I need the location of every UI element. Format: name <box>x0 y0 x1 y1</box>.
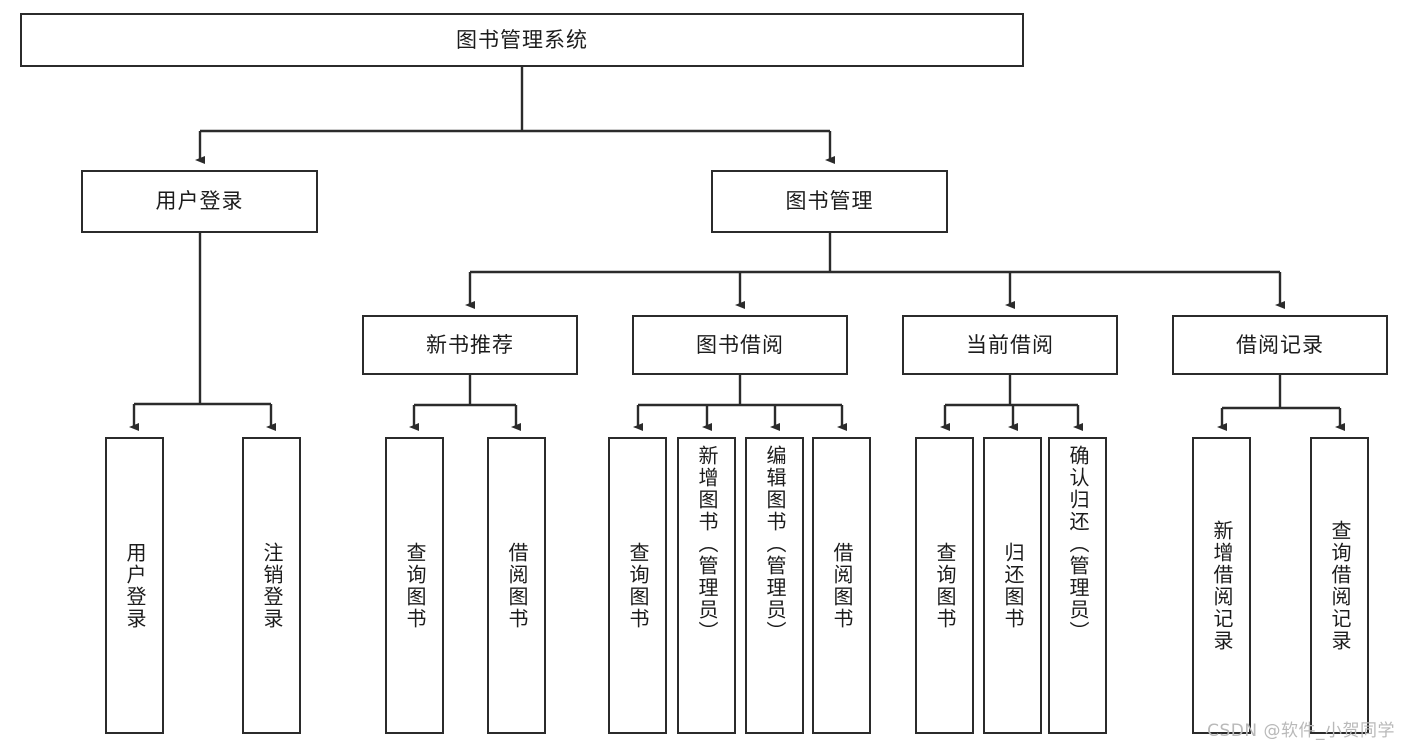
node-borrow-record[interactable]: 借阅记录 <box>1172 315 1388 375</box>
node-new-book-recommend[interactable]: 新书推荐 <box>362 315 578 375</box>
leaf-current-borrow-return-label: 归还图书 <box>1001 541 1025 630</box>
node-book-management[interactable]: 图书管理 <box>711 170 948 233</box>
leaf-new-book-query-label: 查询图书 <box>403 541 427 630</box>
leaf-new-book-borrow-label: 借阅图书 <box>505 541 529 630</box>
leaf-user-login-login[interactable]: 用户登录 <box>105 437 164 734</box>
leaf-book-borrow-add[interactable]: 新增图书（管理员） <box>677 437 736 734</box>
leaf-user-login-login-label: 用户登录 <box>123 541 147 630</box>
leaf-user-login-logout[interactable]: 注销登录 <box>242 437 301 734</box>
leaf-borrow-record-query[interactable]: 查询借阅记录 <box>1310 437 1369 734</box>
leaf-book-borrow-borrow[interactable]: 借阅图书 <box>812 437 871 734</box>
node-current-borrow[interactable]: 当前借阅 <box>902 315 1118 375</box>
node-book-management-label: 图书管理 <box>785 189 874 214</box>
csdn-watermark: CSDN @软件_小贺同学 <box>1207 721 1395 741</box>
leaf-book-borrow-query-label: 查询图书 <box>626 541 650 630</box>
leaf-current-borrow-query[interactable]: 查询图书 <box>915 437 974 734</box>
leaf-new-book-borrow[interactable]: 借阅图书 <box>487 437 546 734</box>
node-borrow-record-label: 借阅记录 <box>1236 332 1324 357</box>
leaf-current-borrow-return[interactable]: 归还图书 <box>983 437 1042 734</box>
leaf-current-borrow-confirm-return-label: 确认归还（管理员） <box>1066 445 1090 643</box>
leaf-book-borrow-borrow-label: 借阅图书 <box>830 541 854 630</box>
leaf-borrow-record-add[interactable]: 新增借阅记录 <box>1192 437 1251 734</box>
node-root-label: 图书管理系统 <box>456 27 588 52</box>
node-user-login[interactable]: 用户登录 <box>81 170 318 233</box>
node-root[interactable]: 图书管理系统 <box>20 13 1024 67</box>
leaf-book-borrow-add-label: 新增图书（管理员） <box>695 445 719 643</box>
leaf-book-borrow-query[interactable]: 查询图书 <box>608 437 667 734</box>
leaf-book-borrow-edit-label: 编辑图书（管理员） <box>763 445 787 643</box>
node-current-borrow-label: 当前借阅 <box>966 332 1054 357</box>
leaf-borrow-record-add-label: 新增借阅记录 <box>1210 519 1234 652</box>
node-new-book-recommend-label: 新书推荐 <box>426 332 514 357</box>
node-book-borrow-label: 图书借阅 <box>696 332 784 357</box>
leaf-new-book-query[interactable]: 查询图书 <box>385 437 444 734</box>
node-book-borrow[interactable]: 图书借阅 <box>632 315 848 375</box>
leaf-book-borrow-edit[interactable]: 编辑图书（管理员） <box>745 437 804 734</box>
leaf-borrow-record-query-label: 查询借阅记录 <box>1328 519 1352 652</box>
leaf-current-borrow-confirm-return[interactable]: 确认归还（管理员） <box>1048 437 1107 734</box>
leaf-current-borrow-query-label: 查询图书 <box>933 541 957 630</box>
node-user-login-label: 用户登录 <box>155 189 244 214</box>
leaf-user-login-logout-label: 注销登录 <box>260 541 284 630</box>
